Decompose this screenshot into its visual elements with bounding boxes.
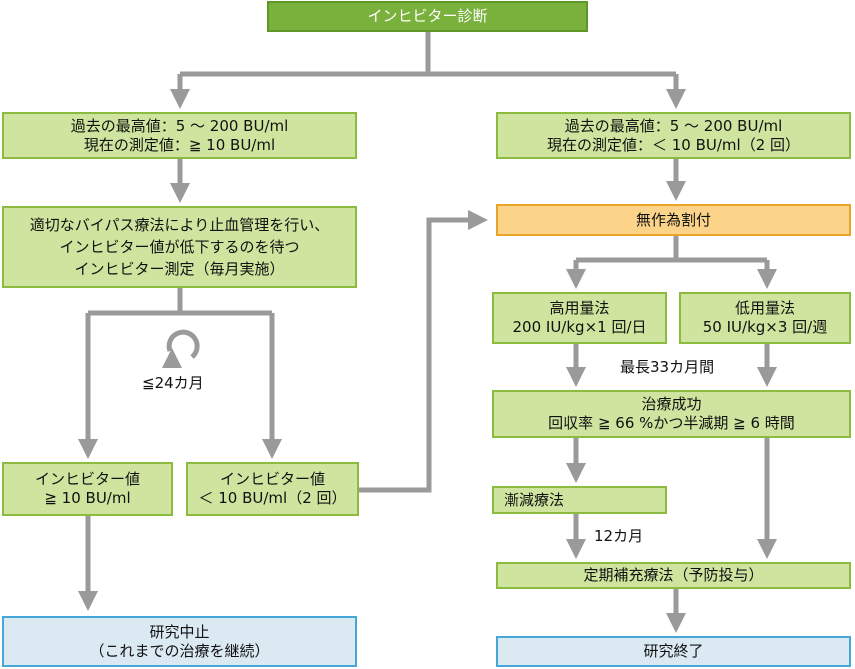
- inhibitor-high-box: インヒビター値 ≧ 10 BU/ml: [2, 462, 173, 516]
- inhibitor-diagnosis-header: インヒビター診断: [267, 1, 588, 32]
- management-line-2: インヒビター値が低下するのを待つ: [59, 238, 300, 256]
- study-end-box: 研究終了: [496, 636, 851, 667]
- max-duration-label: 最長33カ月間: [620, 358, 715, 376]
- treatment-success-line-1: 治療成功: [641, 395, 702, 413]
- left-condition-line-1: 過去の最高値：5 ～ 200 BU/ml: [70, 116, 289, 135]
- randomization-box: 無作為割付: [496, 204, 851, 236]
- taper-therapy-label: 漸減療法: [504, 490, 565, 509]
- randomization-label: 無作為割付: [635, 210, 711, 229]
- inhibitor-low-box: インヒビター値 ＜ 10 BU/ml（2 回）: [186, 462, 359, 516]
- right-condition-box: 過去の最高値：5 ～ 200 BU/ml 現在の測定値：＜ 10 BU/ml（2…: [496, 112, 851, 159]
- low-dose-box: 低用量法 50 IU/kg×3 回/週: [679, 292, 851, 344]
- taper-therapy-box: 漸減療法: [492, 486, 667, 514]
- treatment-success-box: 治療成功 回収率 ≧ 66 %かつ半減期 ≧ 6 時間: [492, 390, 851, 438]
- left-condition-box: 過去の最高値：5 ～ 200 BU/ml 現在の測定値：≧ 10 BU/ml: [2, 112, 357, 159]
- taper-duration-label: 12カ月: [594, 527, 644, 545]
- header-title: インヒビター診断: [367, 7, 488, 25]
- management-line-1: 適切なバイパス療法により止血管理を行い、: [29, 216, 330, 234]
- repeat-loop-icon: [162, 329, 200, 368]
- study-end-label: 研究終了: [643, 642, 704, 660]
- study-stop-line-2: （これまでの治療を継続）: [89, 641, 270, 660]
- low-dose-line-2: 50 IU/kg×3 回/週: [702, 318, 828, 336]
- prophylaxis-label: 定期補充療法（予防投与）: [583, 566, 764, 584]
- loop-duration-label: ≦24カ月: [142, 374, 204, 392]
- high-dose-box: 高用量法 200 IU/kg×1 回/日: [492, 292, 667, 344]
- treatment-success-line-2: 回収率 ≧ 66 %かつ半減期 ≧ 6 時間: [548, 414, 795, 432]
- right-condition-line-2: 現在の測定値：＜ 10 BU/ml（2 回）: [546, 135, 801, 154]
- high-dose-line-2: 200 IU/kg×1 回/日: [512, 318, 647, 336]
- high-dose-line-1: 高用量法: [549, 299, 610, 317]
- prophylaxis-box: 定期補充療法（予防投与）: [496, 562, 851, 589]
- management-line-3: インヒビター測定（毎月実施）: [74, 260, 285, 278]
- study-stop-box: 研究中止 （これまでの治療を継続）: [2, 616, 357, 667]
- right-condition-line-1: 過去の最高値：5 ～ 200 BU/ml: [564, 116, 783, 135]
- inhibitor-low-line-2: ＜ 10 BU/ml（2 回）: [198, 489, 347, 507]
- inhibitor-low-line-1: インヒビター値: [219, 470, 325, 488]
- bypass-management-box: 適切なバイパス療法により止血管理を行い、 インヒビター値が低下するのを待つ イン…: [2, 206, 357, 288]
- left-condition-line-2: 現在の測定値：≧ 10 BU/ml: [83, 135, 276, 154]
- study-stop-line-1: 研究中止: [149, 622, 210, 641]
- inhibitor-high-line-2: ≧ 10 BU/ml: [44, 489, 131, 507]
- inhibitor-high-line-1: インヒビター値: [34, 470, 140, 488]
- low-dose-line-1: 低用量法: [734, 299, 795, 317]
